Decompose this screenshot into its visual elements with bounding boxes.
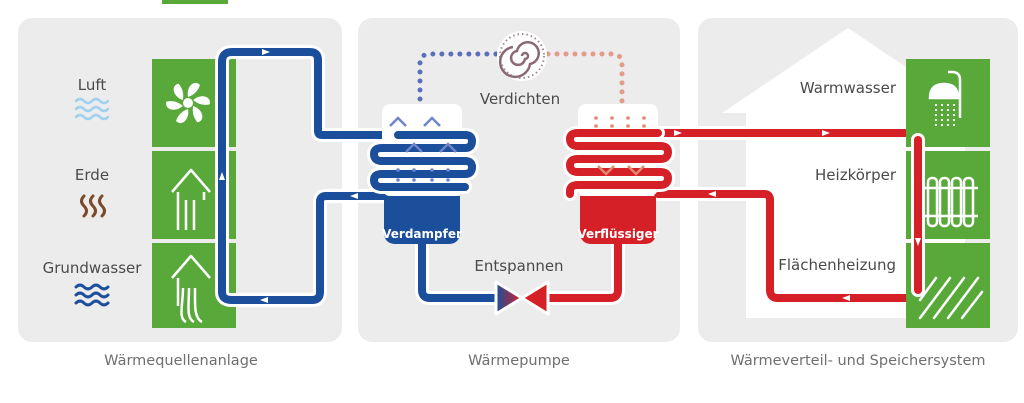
shower-icon	[928, 70, 962, 126]
compressor-circuit	[417, 51, 625, 111]
compressor-icon	[497, 31, 547, 81]
water-waves-icon	[74, 283, 110, 307]
air-waves-icon	[74, 97, 110, 121]
condenser	[562, 104, 676, 244]
pump-panel	[358, 18, 680, 342]
dist-label-flaechenheizung: Flächenheizung	[778, 256, 896, 274]
evaporator-label: Verdampfer	[382, 227, 462, 241]
condenser-label: Verflüssiger	[577, 227, 658, 241]
dist-label-warmwasser: Warmwasser	[800, 79, 897, 97]
radiator-icon	[924, 176, 978, 228]
pump-caption: Wärmepumpe	[468, 353, 570, 369]
fan-icon	[166, 82, 210, 124]
expansion-line	[415, 244, 625, 305]
expansion-valve-icon	[494, 280, 550, 316]
cold-loop-arrows	[219, 49, 358, 303]
hot-down-arrow	[915, 238, 921, 246]
earth-waves-icon	[80, 194, 106, 218]
evaporator	[366, 104, 480, 244]
tile-warmwasser	[906, 59, 990, 147]
compress-label: Verdichten	[480, 90, 560, 108]
well-icon	[171, 254, 211, 324]
source-label-luft: Luft	[78, 76, 107, 94]
source-label-grundwasser: Grundwasser	[43, 259, 143, 277]
expand-label: Entspannen	[474, 257, 563, 275]
ground-collector-icon	[171, 168, 211, 230]
floor-heating-icon	[918, 276, 984, 320]
top-tab	[162, 0, 228, 4]
source-label-erde: Erde	[75, 166, 109, 184]
distribution-caption: Wärmeverteil- und Speichersystem	[730, 353, 985, 369]
dist-label-heizkoerper: Heizkörper	[815, 166, 897, 184]
source-caption: Wärmequellenanlage	[104, 353, 258, 369]
